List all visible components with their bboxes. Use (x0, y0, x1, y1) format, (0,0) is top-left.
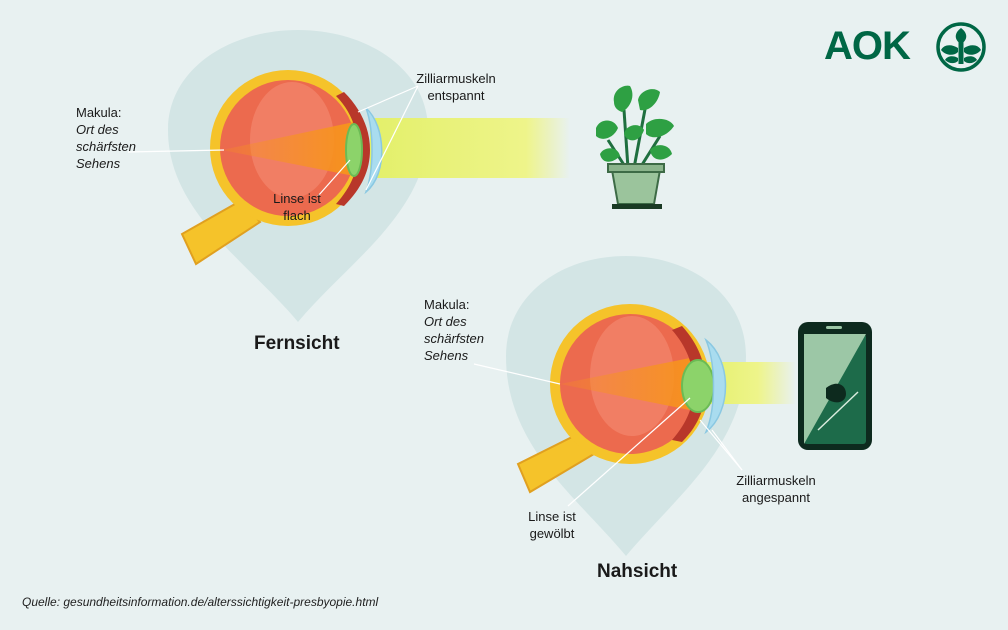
near-lens-label: Linse ist gewölbt (514, 508, 590, 542)
far-heading: Fernsicht (254, 333, 340, 354)
near-macula-pointer (473, 363, 561, 385)
far-light-beam (370, 118, 570, 178)
aok-logo-text: AOK (824, 24, 911, 68)
far-ciliary-muscle (336, 92, 370, 206)
far-lens-pointer (317, 159, 351, 197)
far-macula-label: Makula: Ort des schärfsten Sehens (76, 104, 136, 172)
far-macula-pointer (127, 149, 225, 153)
near-focus-cone (560, 356, 700, 412)
near-macula-desc-2: schärfsten (424, 331, 484, 346)
near-muscle-pointer-2 (711, 429, 743, 471)
near-macula-desc-3: Sehens (424, 348, 469, 363)
near-ciliary-muscle (672, 326, 706, 442)
near-muscle-line-2: angespannt (742, 490, 810, 505)
far-muscle-label: Zilliarmuskeln entspannt (398, 70, 514, 104)
near-muscle-pointer-1 (699, 419, 743, 471)
source-note: Quelle: gesundheitsinformation.de/alters… (22, 595, 379, 609)
near-lens-pointer (567, 397, 691, 507)
far-diagram (127, 30, 570, 322)
far-lens-label: Linse ist flach (262, 190, 332, 224)
far-lens (345, 123, 363, 177)
far-macula-desc-2: schärfsten (76, 139, 136, 154)
far-muscle-line-1: Zilliarmuskeln (416, 71, 496, 86)
near-cornea (704, 337, 727, 435)
near-diagram (473, 256, 796, 556)
far-muscle-pointer-2 (365, 85, 419, 191)
far-lens-line-1: Linse ist (273, 191, 321, 206)
near-macula-desc-1: Ort des (424, 314, 467, 329)
far-macula-desc-1: Ort des (76, 122, 119, 137)
near-lens (681, 359, 715, 413)
far-focus-cone (222, 122, 354, 176)
aok-tree-icon (936, 22, 986, 72)
plant-icon (596, 85, 674, 209)
near-lens-line-1: Linse ist (528, 509, 576, 524)
near-muscle-line-1: Zilliarmuskeln (736, 473, 816, 488)
far-macula-desc-3: Sehens (76, 156, 121, 171)
far-lens-line-2: flach (283, 208, 311, 223)
far-muscle-line-2: entspannt (427, 88, 485, 103)
far-macula-title: Makula: (76, 105, 122, 120)
near-macula-label: Makula: Ort des schärfsten Sehens (424, 296, 484, 364)
near-heading: Nahsicht (597, 561, 678, 582)
near-lens-line-2: gewölbt (529, 526, 575, 541)
near-macula-title: Makula: (424, 297, 470, 312)
far-muscle-pointer-1 (357, 85, 419, 113)
near-muscle-label: Zilliarmuskeln angespannt (716, 472, 836, 506)
smartphone-icon (798, 322, 872, 450)
far-cornea (364, 107, 383, 195)
